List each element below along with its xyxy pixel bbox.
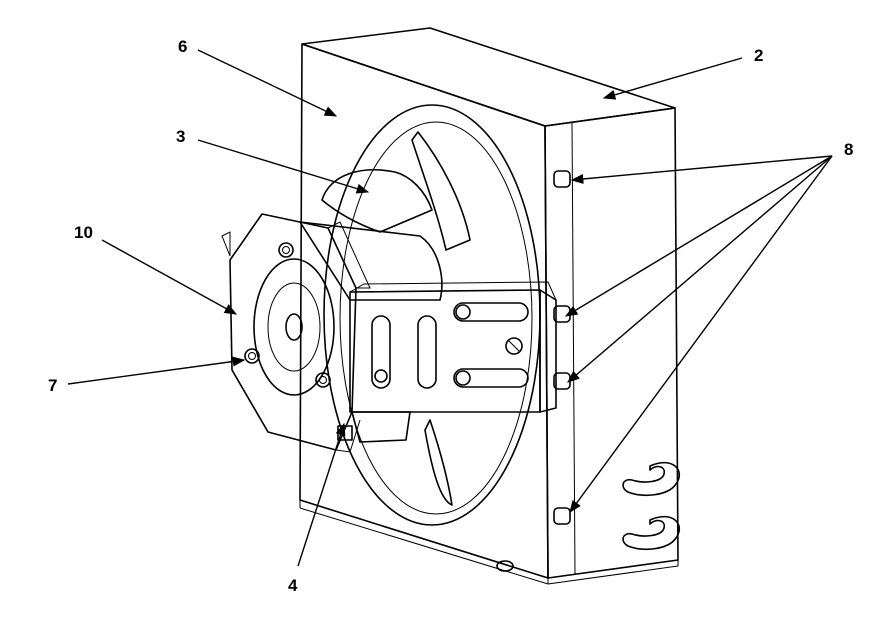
callout-3: 3: [176, 127, 185, 146]
bracket-slot-bottom: [453, 368, 529, 388]
bracket-slot-top: [453, 302, 529, 322]
motor-face: [253, 258, 335, 396]
bracket-screw-bottom: [455, 370, 471, 386]
bracket-screw-slot: [374, 369, 388, 383]
housing-top-face: [301, 27, 676, 127]
bracket-slot-middle: [417, 315, 437, 389]
bracket-slot-left: [371, 315, 391, 389]
bracket-side-flange: [539, 289, 557, 413]
motor-face-ring: [267, 282, 321, 372]
hose-connector-lower: [622, 515, 681, 551]
plate-nut-left: [244, 348, 260, 364]
fan-assembly: [299, 104, 541, 526]
bracket-screw-top: [455, 304, 471, 320]
leader-6: [197, 49, 338, 117]
leader-7: [67, 356, 246, 385]
plate-nut-top: [278, 242, 294, 258]
leader-2: [602, 57, 743, 100]
leader-8b: [564, 155, 833, 317]
fan-blade-lower: [424, 419, 453, 506]
callout-8: 8: [844, 140, 853, 159]
callout-4: 4: [288, 576, 298, 595]
side-bolt-4: [553, 507, 571, 525]
callout-labels: 6 2 3 10 7 4 8: [48, 37, 853, 595]
hose-connector-upper: [622, 461, 681, 497]
fan-shroud-inner: [339, 121, 533, 515]
side-bolt-1: [553, 170, 571, 188]
leader-3: [197, 139, 370, 194]
leader-8a: [570, 155, 833, 184]
housing-front-face: [299, 43, 549, 579]
callout-10: 10: [74, 223, 93, 242]
leader-8c: [567, 155, 833, 383]
fan-hub: [299, 221, 443, 301]
leader-8d: [569, 155, 833, 514]
bottom-bolt: [496, 560, 514, 572]
motor-assembly: [221, 213, 371, 453]
radiator-housing: [299, 27, 679, 585]
callout-2: 2: [754, 46, 763, 65]
fan-blade-upper: [321, 169, 433, 233]
bracket-lower-clip: [351, 411, 411, 443]
mounting-bracket: [349, 281, 557, 443]
hose-connectors: [622, 461, 681, 551]
callout-6: 6: [178, 37, 187, 56]
motor-shaft: [285, 313, 303, 341]
side-bolts: [553, 170, 571, 525]
callout-leaders: [67, 49, 833, 567]
fan-blade-right: [411, 131, 471, 251]
plate-nut-bottom: [315, 372, 331, 388]
callout-7: 7: [48, 376, 57, 395]
bracket-screw-mid: [505, 337, 523, 355]
bracket-front-plate: [349, 289, 541, 413]
leader-10: [101, 239, 238, 315]
leader-4: [297, 422, 346, 567]
